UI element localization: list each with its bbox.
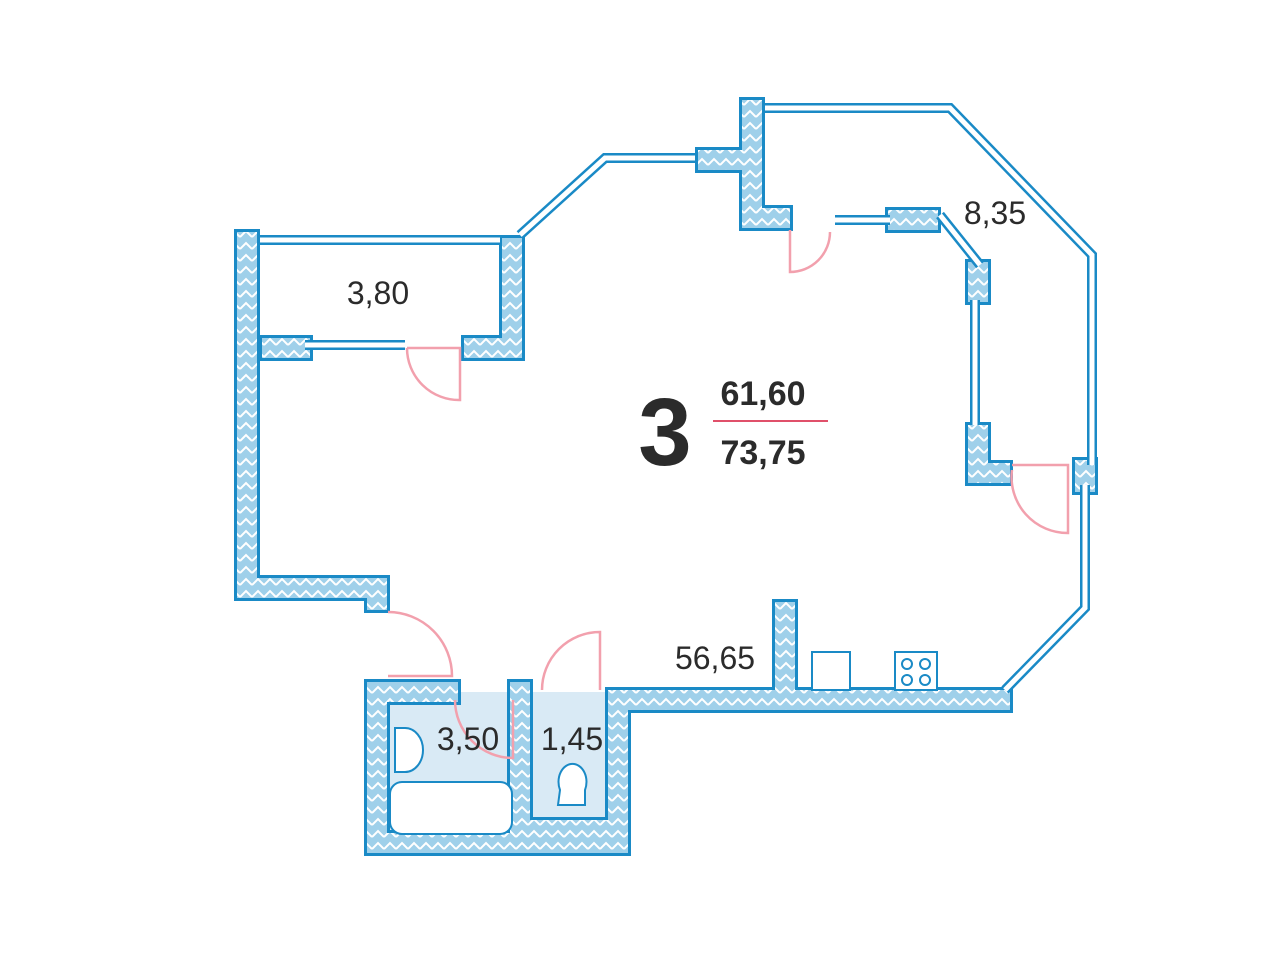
fixtures: [389, 651, 938, 835]
room-area-bathroom: 3,50: [437, 721, 499, 757]
living-area: 61,60: [720, 375, 805, 413]
sink-icon: [394, 727, 424, 773]
room-area-balcony-east: 8,35: [964, 195, 1026, 231]
room-area-main: 56,65: [675, 640, 755, 676]
doors: [387, 230, 1070, 760]
total-area: 73,75: [720, 434, 805, 472]
rooms-count: 3: [638, 379, 691, 486]
room-area-toilet: 1,45: [541, 721, 603, 757]
sink-kitchen-icon: [811, 651, 851, 691]
room-area-balcony-west: 3,80: [347, 275, 409, 311]
bathtub-icon: [389, 781, 513, 835]
walls: [234, 97, 1098, 856]
stove-icon: [894, 651, 938, 691]
toilet-icon: [556, 762, 588, 806]
windows: [260, 103, 1097, 694]
